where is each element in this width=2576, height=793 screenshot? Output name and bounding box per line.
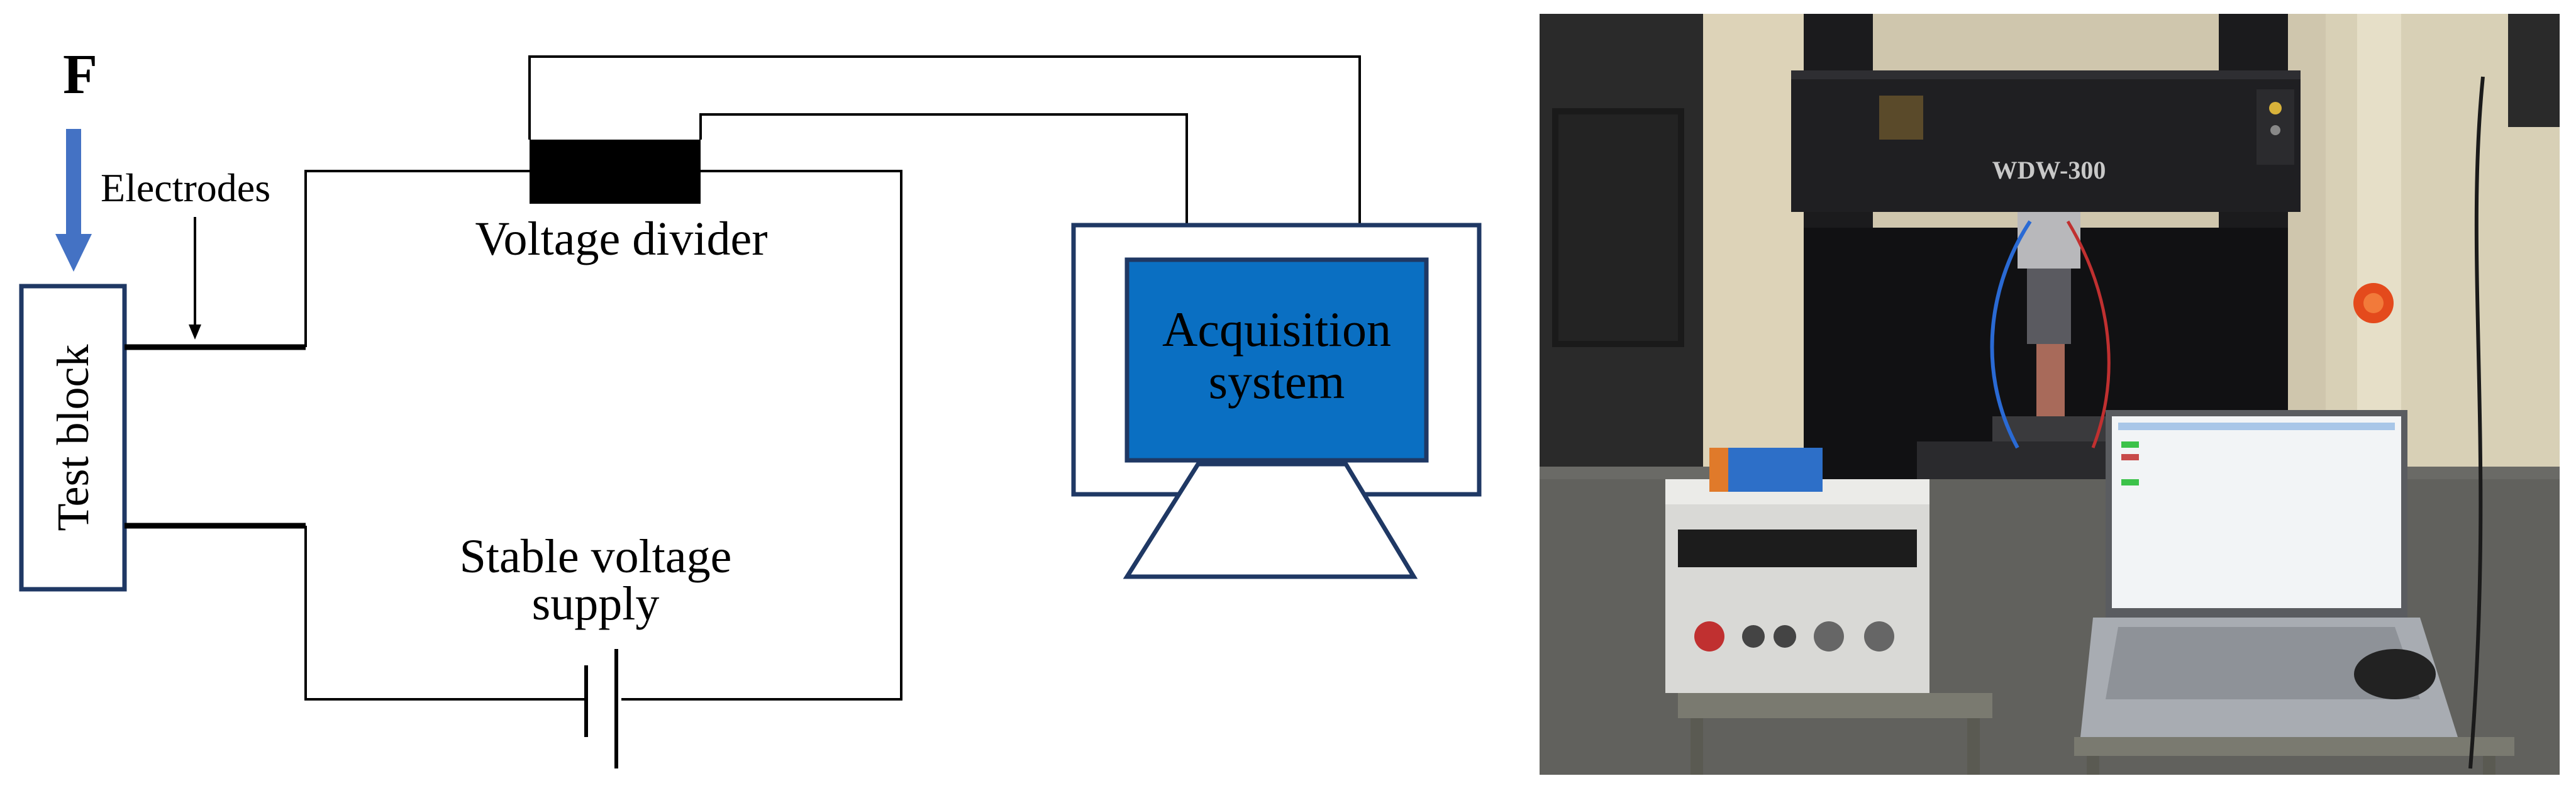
acquisition-label-line2: system: [1209, 354, 1345, 409]
monitor-stand: [1123, 462, 1418, 579]
laptop: [2080, 410, 2458, 737]
setup-photo-illustration: WDW-300: [1540, 14, 2560, 775]
testing-machine: WDW-300: [1791, 14, 2301, 479]
supply-label-line2: supply: [532, 577, 660, 630]
battery-symbol: [584, 649, 618, 768]
electrodes-label: Electrodes: [101, 165, 270, 210]
voltage-divider: [530, 140, 701, 204]
acquisition-system: [1124, 257, 1429, 463]
test-block: [19, 284, 127, 592]
force-label: F: [63, 43, 97, 106]
supply-label-line1: Stable voltage: [460, 530, 732, 583]
voltage-divider-label: Voltage divider: [475, 213, 767, 265]
circuit-diagram: F Test block Electrodes Voltage divide: [19, 43, 1482, 768]
electrodes-pointer: [189, 217, 201, 340]
acquisition-label-line1: Acquisition: [1162, 302, 1391, 357]
circuit-wires: [304, 55, 1361, 701]
test-block-label: Test block: [48, 345, 98, 531]
setup-photo: WDW-300: [1540, 14, 2560, 775]
force-arrow: [55, 129, 92, 272]
dc-power-supply: [1665, 448, 1929, 693]
machine-model-label: WDW-300: [1992, 156, 2106, 184]
